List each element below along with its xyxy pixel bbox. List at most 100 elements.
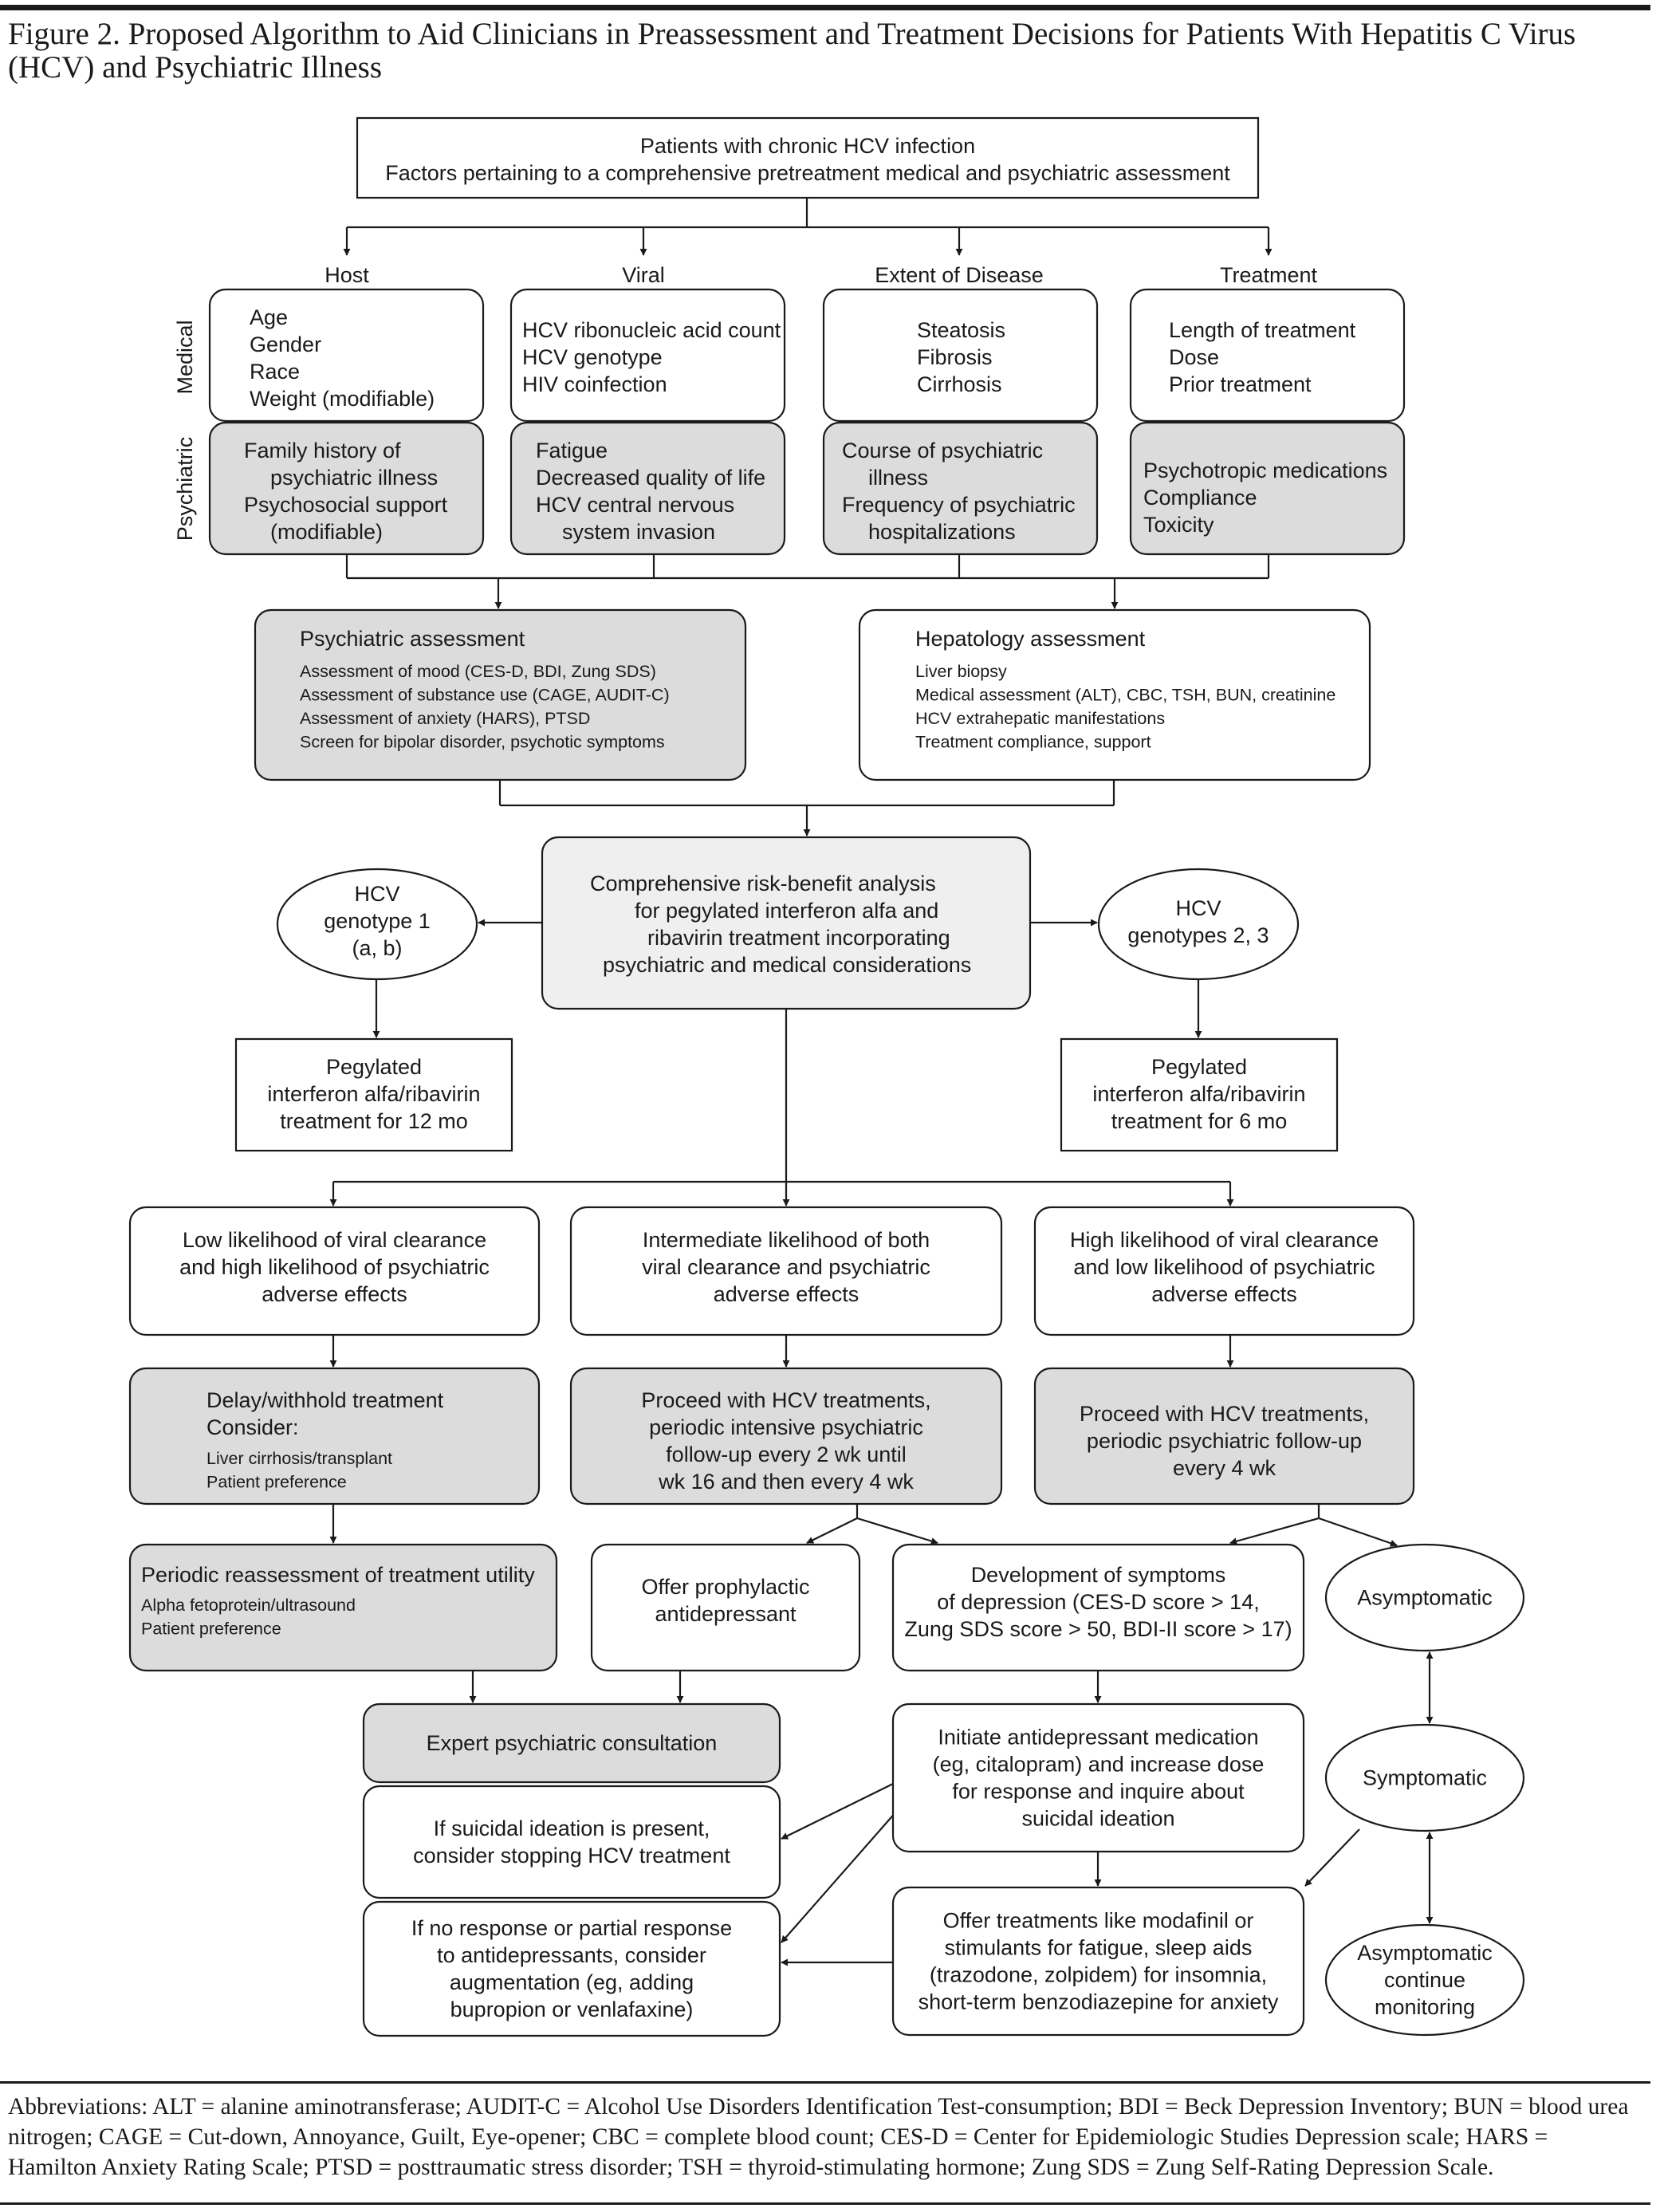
proceed-periodic-box-line-2: periodic psychiatric follow-up: [1087, 1429, 1362, 1453]
nodes: Patients with chronic HCV infectionFacto…: [128, 116, 1525, 2037]
depression-symptoms-box-line-3: Zung SDS score > 50, BDI-II score > 17): [904, 1617, 1292, 1641]
proceed-periodic-box-line-3: every 4 wk: [1173, 1456, 1276, 1480]
abbreviations-note: Abbreviations: ALT = alanine aminotransf…: [8, 2094, 1629, 2180]
asymptomatic-monitoring-ellipse-line-3: monitoring: [1375, 1995, 1475, 2019]
psych-viral-box-line-3: HCV central nervous: [536, 493, 734, 517]
prophylactic-antidepressant-box: Offer prophylactic antidepressant: [590, 1543, 861, 1672]
psych-host-box-line-1: Family history of: [244, 439, 401, 462]
proceed-periodic-box: Proceed with HCV treatments, periodic psy…: [1033, 1367, 1415, 1505]
psych-extent-box-line-3: Frequency of psychiatric: [842, 493, 1076, 517]
medical-viral-box-line-1: HCV ribonucleic acid count: [522, 318, 781, 342]
hepatology-assessment-box-item-1: Liver biopsy: [915, 662, 1007, 681]
symptomatic-ellipse: Symptomatic: [1324, 1723, 1525, 1832]
medical-viral-box-line-3: HIV coinfection: [522, 372, 667, 396]
risk-benefit-box-line-4: psychiatric and medical considerations: [603, 953, 971, 977]
proceed-intensive-box-line-4: wk 16 and then every 4 wk: [658, 1470, 914, 1494]
delay-treatment-box-line-2: Consider:: [207, 1415, 299, 1439]
arrow-symptomatic-to-offer: [1304, 1828, 1360, 1887]
arrow-periodic-to-depression: [1229, 1517, 1320, 1545]
suicidal-ideation-box-line-2: consider stopping HCV treatment: [413, 1844, 730, 1868]
top-box-line-2: Factors pertaining to a comprehensive pr…: [385, 161, 1230, 185]
top-box: Patients with chronic HCV infectionFacto…: [356, 116, 1260, 199]
medical-host-box-line-1: Age: [250, 305, 288, 329]
medical-host-box-line-2: Gender: [250, 333, 321, 356]
psych-treatment-box: Psychotropic medicationsComplianceToxici…: [1129, 421, 1406, 556]
initiate-antidepressant-box: Initiate antidepressant medication(eg, c…: [891, 1702, 1305, 1853]
expert-consultation-box-line-1: Expert psychiatric consultation: [427, 1731, 718, 1755]
proceed-intensive-box-line-1: Proceed with HCV treatments,: [641, 1388, 930, 1412]
psychiatric-assessment-box-line-1: Psychiatric assessment: [300, 627, 525, 651]
depression-symptoms-box-line-1: Development of symptoms: [971, 1563, 1226, 1587]
treatment-12-mo-box-line-3: treatment for 12 mo: [280, 1109, 468, 1133]
initiate-antidepressant-box-line-1: Initiate antidepressant medication: [938, 1726, 1258, 1750]
treatment-12-mo-box-line-1: Pegylated: [326, 1055, 422, 1079]
column-header-treatment: Treatment: [1220, 263, 1318, 287]
initiate-antidepressant-box-line-3: for response and inquire about: [952, 1780, 1245, 1804]
proceed-intensive-box-line-3: follow-up every 2 wk until: [666, 1443, 907, 1466]
arrow-intensive-to-prophylactic: [806, 1517, 858, 1544]
psych-treatment-box-line-2: Compliance: [1143, 486, 1257, 510]
hepatology-assessment-box-item-2: Medical assessment (ALT), CBC, TSH, BUN,…: [915, 686, 1335, 705]
no-response-box-line-2: to antidepressants, consider: [437, 1943, 706, 1967]
offer-treatments-box-line-2: stimulants for fatigue, sleep aids: [945, 1936, 1253, 1960]
high-likelihood-box-line-3: adverse effects: [1151, 1282, 1297, 1306]
high-likelihood-box-line-2: and low likelihood of psychiatric: [1073, 1255, 1375, 1279]
proceed-periodic-box-line-1: Proceed with HCV treatments,: [1080, 1402, 1369, 1426]
offer-treatments-box-line-4: short-term benzodiazepine for anxiety: [919, 1990, 1279, 2014]
psych-host-box-line-2: psychiatric illness: [270, 466, 438, 490]
delay-treatment-box-item-1: Liver cirrhosis/transplant: [207, 1449, 392, 1468]
prophylactic-antidepressant-box-line-1: Offer prophylactic: [641, 1575, 809, 1599]
psych-host-box-line-3: Psychosocial support: [244, 493, 448, 517]
intermediate-likelihood-box-line-1: Intermediate likelihood of both: [643, 1228, 930, 1252]
mid-rule: [0, 2081, 1650, 2084]
psychiatric-assessment-box-item-4: Screen for bipolar disorder, psychotic s…: [300, 733, 665, 752]
treatment-6-mo-box-line-1: Pegylated: [1151, 1055, 1247, 1079]
symptomatic-ellipse-line-1: Symptomatic: [1363, 1766, 1487, 1790]
psych-treatment-box-line-3: Toxicity: [1143, 513, 1214, 537]
offer-treatments-box-line-3: (trazodone, zolpidem) for insomnia,: [930, 1963, 1267, 1987]
medical-extent-box-line-1: Steatosis: [917, 318, 1005, 342]
genotype-1-ellipse-line-1: HCV: [354, 882, 399, 906]
prophylactic-antidepressant-box-line-2: antidepressant: [655, 1602, 797, 1626]
suicidal-ideation-box-line-1: If suicidal ideation is present,: [434, 1816, 710, 1840]
hepatology-assessment-box-line-1: Hepatology assessment: [915, 627, 1146, 651]
medical-viral-box-line-2: HCV genotype: [522, 345, 663, 369]
treatment-6-mo-box-line-2: interferon alfa/ribavirin: [1092, 1082, 1305, 1106]
top-rule: [0, 5, 1650, 10]
reassessment-box-item-2: Patient preference: [141, 1620, 281, 1639]
psych-host-box: Family history of psychiatric illnessPsyc…: [208, 421, 485, 556]
psych-extent-box-line-1: Course of psychiatric: [842, 439, 1043, 462]
medical-extent-box-line-3: Cirrhosis: [917, 372, 1002, 396]
bottom-rule: [0, 2202, 1650, 2205]
genotype-1-ellipse-line-3: (a, b): [352, 936, 402, 960]
arrow-intensive-to-depression: [856, 1517, 938, 1545]
psych-viral-box-line-2: Decreased quality of life: [536, 466, 765, 490]
proceed-intensive-box: Proceed with HCV treatments, periodic int…: [569, 1367, 1003, 1505]
column-header-extent: Extent of Disease: [875, 263, 1044, 287]
medical-extent-box-line-2: Fibrosis: [917, 345, 993, 369]
medical-treatment-box-line-2: Dose: [1169, 345, 1219, 369]
psych-extent-box-line-2: illness: [868, 466, 928, 490]
asymptomatic-monitoring-ellipse-line-1: Asymptomatic: [1357, 1941, 1493, 1965]
column-header-host: Host: [325, 263, 369, 287]
medical-host-box-line-3: Race: [250, 360, 300, 384]
arrow-periodic-to-asymptomatic: [1318, 1517, 1398, 1547]
treatment-12-mo-box-line-2: interferon alfa/ribavirin: [267, 1082, 480, 1106]
asymptomatic-ellipse-line-1: Asymptomatic: [1357, 1586, 1493, 1610]
proceed-intensive-box-line-2: periodic intensive psychiatric: [649, 1415, 923, 1439]
